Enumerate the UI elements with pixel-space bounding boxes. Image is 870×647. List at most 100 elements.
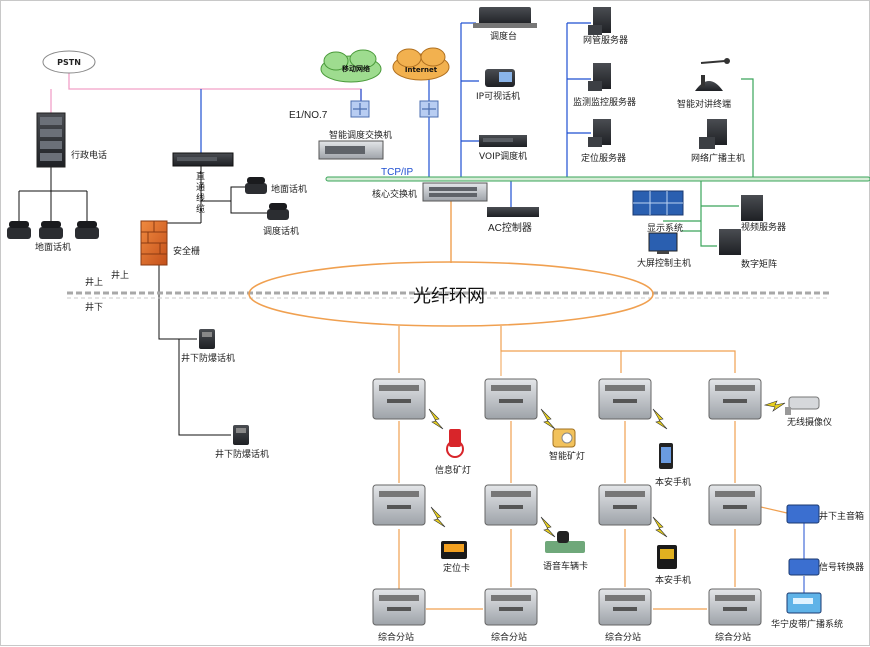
display-wall-icon	[632, 190, 684, 216]
ex-phone-1-label: 井下防爆话机	[181, 352, 235, 364]
dispatch-switch-icon	[318, 140, 384, 160]
display-trunk	[700, 179, 717, 247]
express-line-2: 通	[196, 182, 205, 193]
broadcast-host-label: 网络广播主机	[691, 152, 745, 164]
substation-label-4: 综合分站	[715, 631, 751, 643]
core-switch-label: 核心交换机	[372, 188, 417, 200]
substation-icon	[484, 484, 538, 526]
substation-icon	[372, 378, 426, 420]
tcpip-label: TCP/IP	[381, 167, 414, 178]
gateway-icon	[419, 100, 439, 118]
safe-phone-2-label: 本安手机	[655, 574, 691, 586]
net-mgmt-server-label: 网管服务器	[583, 34, 628, 46]
ground-phone2-label: 地面话机	[271, 183, 307, 195]
pstn-cloud-icon	[42, 50, 96, 74]
substation-label-1: 综合分站	[378, 631, 414, 643]
substation-icon	[708, 484, 762, 526]
intercom-label: 智能对讲终端	[677, 98, 731, 110]
mobile-phone-icon	[657, 545, 677, 569]
wireless-bolt-icon	[540, 516, 556, 538]
switch-dispatch-link	[230, 201, 269, 214]
explosion-proof-phone-icon	[199, 329, 215, 349]
admin-phone-label: 行政电话	[71, 149, 107, 161]
substation-icon	[708, 378, 762, 420]
substation-icon	[372, 588, 426, 626]
firewall-label: 安全栅	[173, 245, 200, 257]
wireless-bolt-icon	[430, 506, 446, 528]
ring-down-3	[621, 350, 736, 373]
fw-exphone1-link	[158, 263, 197, 340]
substation-icon	[598, 378, 652, 420]
intercom-microphone-icon	[695, 58, 730, 91]
ac-controller-icon	[487, 207, 539, 217]
vehicle-card-icon	[545, 531, 585, 553]
mobile-network-cloud-icon	[320, 49, 382, 83]
digital-matrix-label: 数字矩阵	[741, 258, 777, 270]
core-switch-icon	[422, 182, 488, 202]
info-lamp-label: 信息矿灯	[435, 464, 471, 476]
fiber-ring-label: 光纤环网	[413, 286, 485, 307]
fiber-ring	[248, 261, 654, 327]
substation-icon	[598, 484, 652, 526]
ex-phone-2-label: 井下防爆话机	[215, 448, 269, 460]
ip-phone-label: IP可视话机	[476, 90, 520, 102]
exchange-cabinet-icon	[36, 112, 66, 168]
substation-icon	[484, 378, 538, 420]
smart-lamp-icon	[552, 428, 576, 448]
wireless-bolt-icon	[652, 516, 668, 538]
dispatch-console-label: 调度台	[490, 30, 517, 42]
wireless-bolt-icon	[540, 408, 556, 430]
gateway-icon	[350, 100, 370, 118]
internet-cloud-icon	[392, 47, 450, 81]
desk-phone-icon	[75, 221, 99, 239]
broadcast-host-icon	[699, 119, 727, 149]
wireless-bolt-icon	[763, 400, 786, 412]
server-tower-icon	[588, 119, 611, 147]
server-tower-icon	[588, 63, 611, 91]
locate-card-icon	[441, 541, 467, 559]
express-line-1: 直	[196, 170, 205, 182]
tcpip-bus	[325, 176, 870, 182]
signal-converter-label: 信号转换器	[819, 561, 864, 573]
express-line-4: 缆	[196, 203, 205, 215]
express-line-3: 线	[196, 192, 205, 204]
pstn-label: PSTN	[57, 58, 81, 67]
locate-server-label: 定位服务器	[581, 152, 626, 164]
monitor-server-label: 监测监控服务器	[573, 96, 636, 108]
well-up-label: 井上	[111, 269, 129, 281]
intercom-link	[741, 78, 754, 179]
big-screen-label: 大屏控制主机	[637, 257, 691, 269]
cloud-mobile-label: 移动网络	[342, 64, 370, 73]
smart-lamp-label: 智能矿灯	[549, 450, 585, 462]
video-server-label: 视频服务器	[741, 221, 786, 233]
dispatch-console-icon	[473, 7, 537, 28]
server-tower-icon	[588, 7, 611, 35]
substation-icon	[708, 588, 762, 626]
video-server-icon	[741, 195, 763, 221]
vehicle-card-label: 语音车辆卡	[543, 560, 588, 572]
ac-controller-label: AC控制器	[488, 221, 532, 234]
cloud-internet-label: Internet	[405, 66, 438, 74]
substation-links	[398, 421, 788, 610]
dispatch-phone-label: 调度话机	[263, 225, 299, 237]
desk-phone-icon	[39, 221, 63, 239]
firewall-icon	[140, 220, 168, 266]
wireless-camera-icon	[785, 396, 820, 415]
wireless-camera-label: 无线摄像仪	[787, 416, 832, 428]
voip-gateway-icon	[479, 135, 527, 147]
locate-card-label: 定位卡	[443, 562, 470, 574]
speaker-box-icon	[786, 504, 820, 524]
signal-converter-icon	[788, 558, 820, 576]
desk-phone-icon	[267, 203, 289, 220]
well-up-label-2: 井上	[85, 276, 103, 288]
digital-matrix-icon	[719, 229, 741, 255]
wireless-bolt-icon	[428, 408, 444, 430]
ip-video-phone-icon	[485, 69, 515, 87]
fw-exphone2-link	[178, 339, 231, 436]
ring-down-2	[500, 326, 622, 373]
e1-label: E1/NO.7	[289, 110, 328, 121]
well-down-label: 井下	[85, 301, 103, 313]
wireless-bolt-icon	[652, 408, 668, 430]
